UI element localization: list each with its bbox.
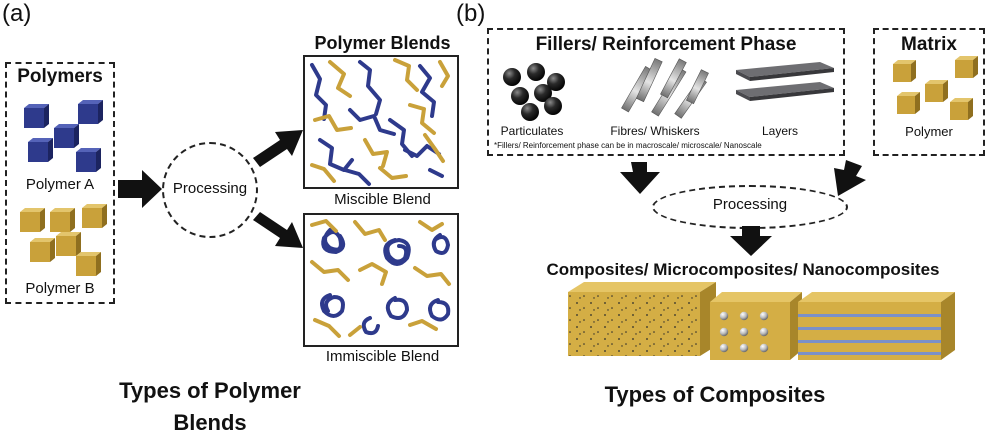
- fibres-label: Fibres/ Whiskers: [610, 124, 700, 138]
- cube-icon: [925, 80, 948, 102]
- cube-icon: [955, 56, 978, 78]
- cube-icon: [78, 100, 103, 124]
- sphere-icon: [511, 87, 529, 105]
- caption-b: Types of Composites: [604, 382, 826, 407]
- fibres-cylinders: [621, 58, 709, 119]
- polymer-b-label: Polymer B: [25, 280, 95, 297]
- arrow-icon: [253, 130, 303, 167]
- sphere-icon: [503, 68, 521, 86]
- polymer-blends-title: Polymer Blends: [314, 33, 451, 53]
- layers-plates: [736, 62, 834, 101]
- polymers-title: Polymers: [17, 66, 103, 87]
- caption-a-line1: Types of Polymer: [119, 378, 301, 403]
- arrow-icon: [620, 162, 660, 194]
- cube-icon: [54, 124, 79, 148]
- polymer-b-cubes: [20, 204, 107, 276]
- cube-icon: [950, 98, 973, 120]
- matrix-box: [873, 28, 985, 156]
- miscible-chains: [310, 58, 450, 186]
- arrow-icon: [253, 212, 303, 248]
- panel-a-label: (a): [2, 0, 32, 27]
- cylinder-icon: [635, 58, 663, 103]
- cube-icon: [893, 60, 916, 82]
- immiscible-blend-label: Immiscible Blend: [325, 348, 440, 365]
- processing-label-b: Processing: [712, 196, 788, 213]
- polymer-a-cubes: [24, 100, 103, 172]
- fillers-box: [487, 28, 845, 156]
- particulate-composite-block: [568, 282, 716, 356]
- sphere-icon: [547, 73, 565, 91]
- cylinder-icon: [686, 69, 709, 105]
- particulates-spheres: [503, 63, 565, 121]
- cube-icon: [56, 232, 81, 256]
- miscible-blend-label: Miscible Blend: [334, 191, 431, 208]
- arrow-icon: [834, 160, 866, 196]
- fibre-composite-block: [710, 292, 802, 360]
- caption-a-line2: Blends: [173, 410, 247, 435]
- layers-label: Layers: [761, 124, 799, 138]
- cube-icon: [82, 204, 107, 228]
- cube-icon: [24, 104, 49, 128]
- fillers-title: Fillers/ Reinforcement Phase: [535, 34, 797, 55]
- processing-circle: [162, 142, 258, 238]
- arrow-icon: [730, 226, 772, 256]
- fillers-note: *Fillers/ Reinforcement phase can be in …: [494, 141, 762, 150]
- matrix-title: Matrix: [901, 34, 957, 55]
- particulates-label: Particulates: [500, 124, 564, 138]
- cube-icon: [76, 252, 101, 276]
- arrow-icon: [118, 170, 162, 208]
- polymer-a-label: Polymer A: [25, 176, 95, 193]
- sphere-icon: [544, 97, 562, 115]
- matrix-polymer-label: Polymer: [905, 124, 953, 139]
- sphere-icon: [534, 84, 552, 102]
- composites-title: Composites/ Microcomposites/ Nanocomposi…: [546, 260, 940, 279]
- cylinder-icon: [660, 58, 687, 99]
- sphere-icon: [521, 103, 539, 121]
- immiscible-chains: [310, 219, 451, 338]
- polymers-box: [5, 62, 115, 304]
- cube-icon: [76, 148, 101, 172]
- matrix-cubes: [893, 56, 978, 120]
- plate-icon: [736, 62, 834, 81]
- panel-b-label: (b): [456, 0, 486, 27]
- cube-icon: [20, 208, 45, 232]
- processing-label-a: Processing: [172, 180, 248, 197]
- cube-icon: [50, 208, 75, 232]
- cube-icon: [30, 238, 55, 262]
- sphere-icon: [527, 63, 545, 81]
- layered-composite-block: [798, 292, 955, 360]
- cube-icon: [28, 138, 53, 162]
- plate-icon: [736, 82, 834, 101]
- cube-icon: [897, 92, 920, 114]
